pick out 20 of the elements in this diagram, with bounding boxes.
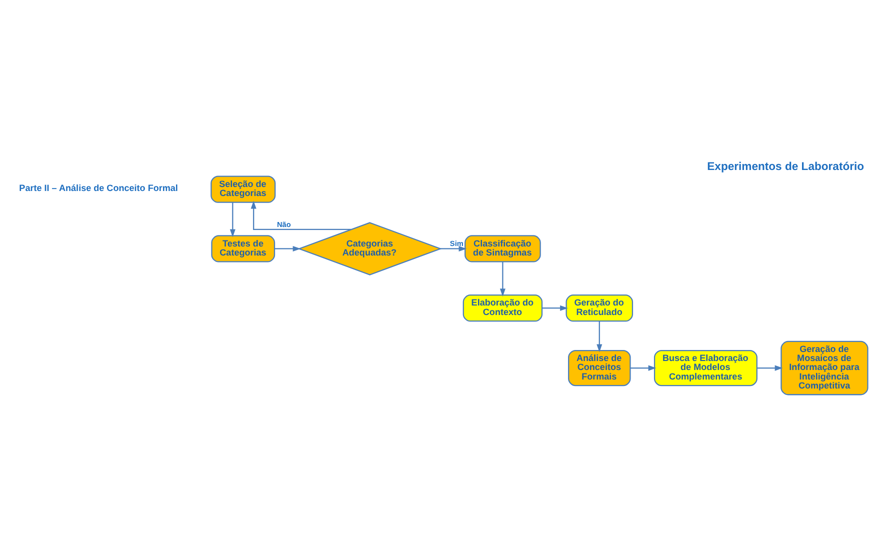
node-box: Classificação de Sintagmas — [464, 235, 540, 262]
arrow — [630, 365, 656, 371]
arrow — [440, 246, 466, 252]
arrow — [274, 246, 300, 252]
arrow — [542, 305, 568, 311]
node-box: Elaboração do Contexto — [462, 294, 542, 322]
arrow — [250, 200, 351, 230]
node-box: Geração de Mosaicos de Informação para Inteligência Competitiva — [780, 340, 868, 396]
node-box: Seleção de Categorias — [210, 176, 276, 203]
label: Parte II – Análise de Conceito Formal — [18, 182, 178, 193]
arrow — [229, 202, 235, 238]
node-box: Geração do Reticulado — [565, 294, 633, 322]
arrow — [499, 262, 505, 297]
arrow — [596, 321, 602, 352]
diagram-title: Experimentos de Laboratório — [706, 161, 864, 174]
node-box: Testes de Categorias — [210, 235, 275, 262]
node-box: Análise de Conceitos Formais — [568, 350, 630, 386]
node-box: Busca e Elaboração de Modelos Complementares — [653, 350, 757, 386]
node-diamond: Categorias Adequadas? — [296, 222, 442, 276]
arrow — [756, 365, 782, 371]
